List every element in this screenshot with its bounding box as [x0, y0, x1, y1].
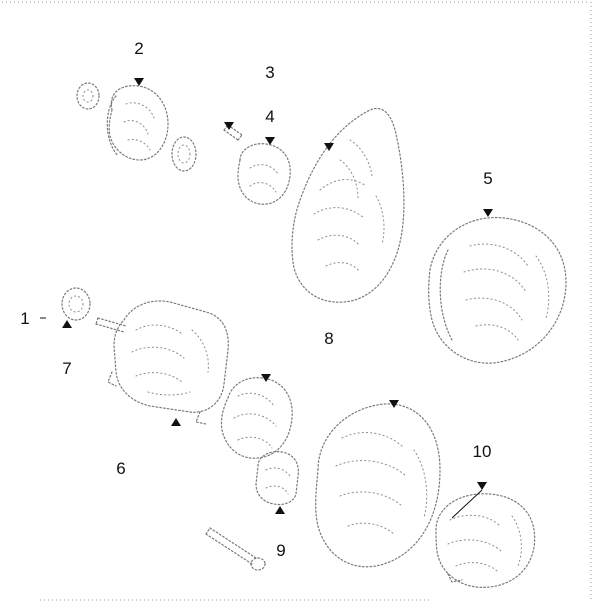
pointer-arrow-3 [224, 122, 234, 130]
part-1-cap [61, 287, 91, 321]
pointer-arrow-rectifier [261, 374, 271, 382]
pointer-arrow-7 [171, 418, 181, 426]
pointer-arrow-1 [62, 320, 72, 328]
pointer-arrow-lower-housing [389, 400, 399, 408]
part-6-stator-assembly [95, 300, 229, 425]
callout-label-4: 4 [265, 107, 274, 126]
callout-label-5: 5 [483, 169, 492, 188]
pointer-arrow-2 [134, 78, 144, 86]
part-small-washer-left [76, 82, 100, 110]
callout-label-7: 7 [62, 359, 71, 378]
part-8-upper-housing [291, 107, 405, 303]
callout-label-1: 1 [20, 309, 29, 328]
callout-label-10: 10 [473, 442, 492, 461]
callout-label-3: 3 [265, 63, 274, 82]
callout-label-6: 6 [116, 459, 125, 478]
part-lower-center-housing [315, 403, 441, 568]
part-4-cup [237, 143, 291, 205]
pointer-arrow-8 [324, 143, 334, 151]
leader-line-10 [451, 489, 483, 519]
part-3-pin [223, 124, 243, 141]
callout-label-8: 8 [324, 329, 333, 348]
part-2-rotor-disc [106, 85, 169, 161]
part-small-ring-right [171, 136, 197, 172]
pointer-arrow-10 [477, 482, 487, 490]
pointer-arrow-brush [275, 506, 285, 514]
part-10-rear-housing [435, 493, 536, 588]
part-9-through-bolt [205, 527, 266, 571]
part-brush-holder [255, 451, 299, 506]
pointer-arrow-5 [483, 209, 493, 217]
callout-label-2: 2 [134, 39, 143, 58]
part-rectifier-plate [220, 377, 293, 459]
pointer-arrow-4 [265, 137, 275, 145]
callout-label-9: 9 [276, 541, 285, 560]
part-5-drive-end-housing [428, 216, 567, 364]
